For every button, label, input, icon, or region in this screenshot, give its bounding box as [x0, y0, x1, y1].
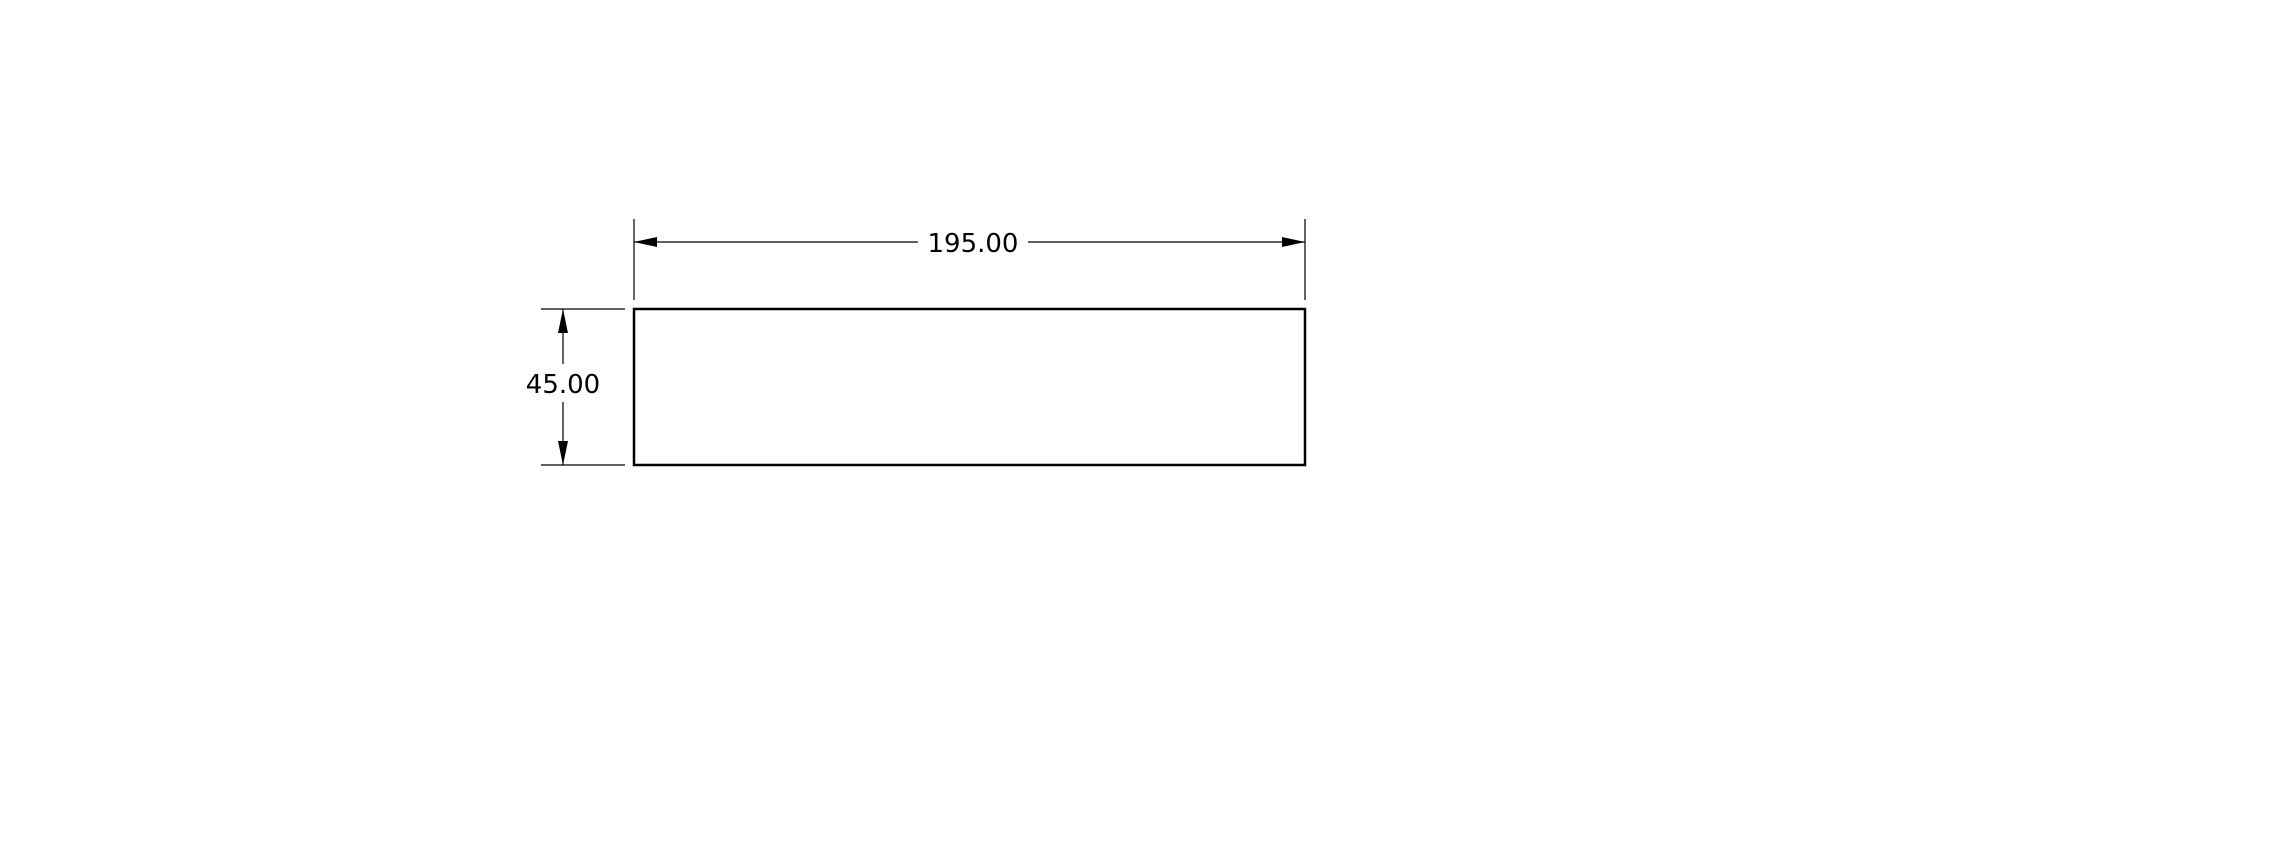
height-dimension: 45.00	[526, 308, 625, 466]
width-arrowhead-right	[1282, 237, 1305, 247]
width-dimension-label: 195.00	[928, 229, 1019, 259]
height-dimension-label: 45.00	[526, 370, 600, 400]
height-arrowhead-top	[558, 309, 568, 333]
height-arrowhead-bottom	[558, 441, 568, 465]
part-outline-rectangle	[632, 307, 1307, 467]
width-dimension: 195.00	[633, 219, 1306, 300]
width-arrowhead-left	[634, 237, 657, 247]
